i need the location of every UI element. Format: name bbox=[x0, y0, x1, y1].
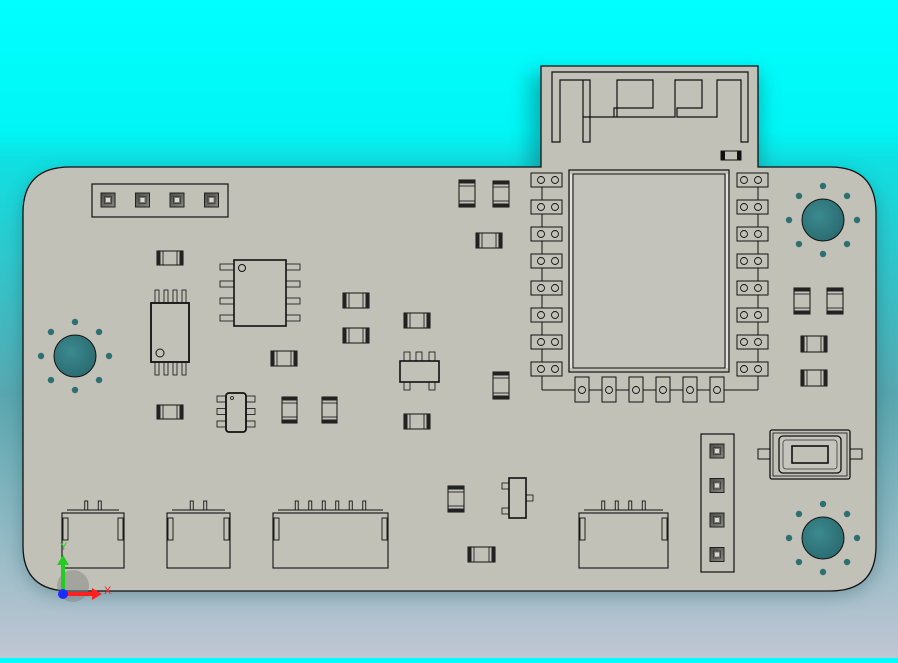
connector-j3[interactable] bbox=[272, 500, 389, 569]
antenna-trace bbox=[551, 71, 749, 143]
wifi-pads-bottom bbox=[574, 376, 725, 403]
wifi-pads-left bbox=[530, 172, 563, 377]
antenna-capacitor bbox=[720, 150, 742, 161]
axis-x-label: X bbox=[104, 585, 112, 597]
connector-j4[interactable] bbox=[578, 500, 669, 569]
header-top-4pin[interactable] bbox=[91, 183, 229, 218]
axis-y-label: Y bbox=[60, 541, 68, 553]
transistor-sot23[interactable] bbox=[501, 477, 534, 519]
axis-triad: X Y bbox=[57, 541, 112, 602]
ic-sot23-6[interactable] bbox=[216, 392, 256, 433]
ic-sot23-5[interactable] bbox=[399, 351, 440, 391]
wifi-pads-right bbox=[736, 172, 769, 377]
ic-soic8[interactable] bbox=[219, 259, 301, 327]
connectors bbox=[61, 500, 669, 569]
axis-z-icon bbox=[58, 589, 68, 599]
header-right-4pin[interactable] bbox=[700, 433, 735, 573]
passive-components bbox=[156, 179, 844, 563]
tactile-switch[interactable] bbox=[757, 429, 863, 480]
ic-tssop8[interactable] bbox=[150, 289, 190, 376]
mounting-holes bbox=[37, 182, 861, 576]
wifi-module[interactable] bbox=[568, 169, 730, 373]
connector-j1[interactable] bbox=[61, 500, 125, 569]
connector-j2[interactable] bbox=[166, 500, 231, 569]
